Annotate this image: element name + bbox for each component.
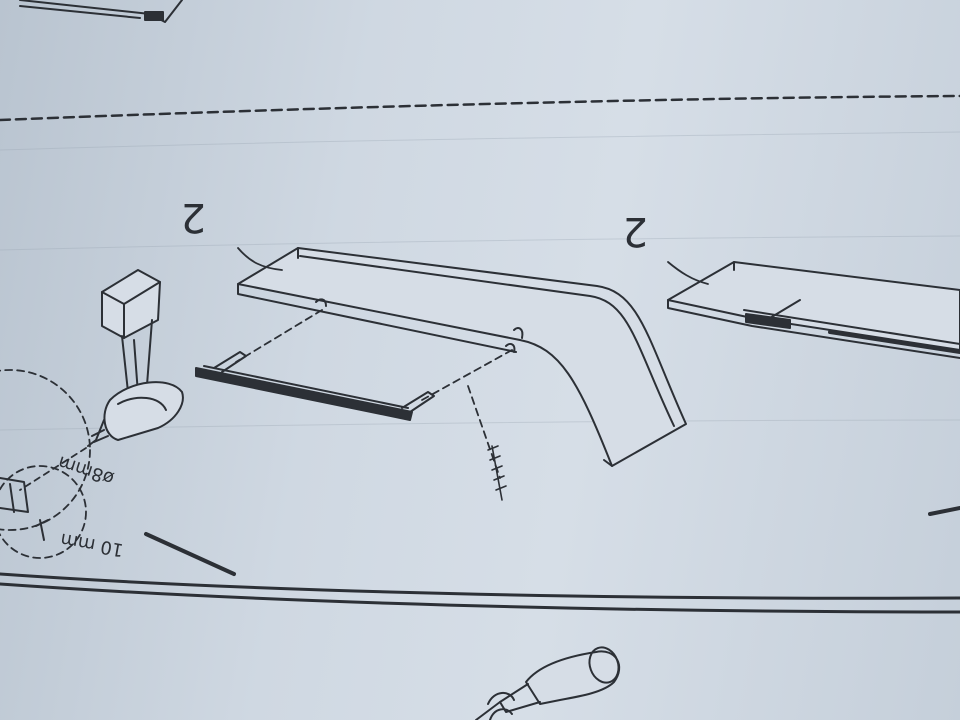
alignment-dashes [235, 309, 513, 479]
mounting-bracket [195, 351, 435, 421]
part-leader-left [237, 247, 283, 271]
curved-shelf-board [237, 247, 687, 467]
screwdriver-icon [475, 646, 621, 720]
part-number-right: 2 [623, 208, 648, 254]
wall-edge-lines [0, 572, 960, 614]
screw-holes [315, 298, 524, 353]
part-leader-right [667, 261, 709, 285]
drill-icon [87, 269, 184, 447]
screw [487, 445, 507, 501]
marking-pencil [144, 532, 236, 576]
depth-label: 10 mm [59, 529, 125, 561]
drill-diameter-label: ø8mm [55, 451, 116, 489]
part-number-left: 2 [181, 194, 206, 240]
drill-bit-path [19, 447, 87, 491]
right-bracket [745, 299, 960, 354]
wall-plug-detail [0, 477, 49, 541]
tool-fragment-right [928, 506, 960, 516]
detail-circles [0, 369, 91, 559]
top-part-fragment [19, 0, 183, 23]
straight-shelf-board [667, 261, 960, 359]
fold-line [0, 94, 960, 122]
